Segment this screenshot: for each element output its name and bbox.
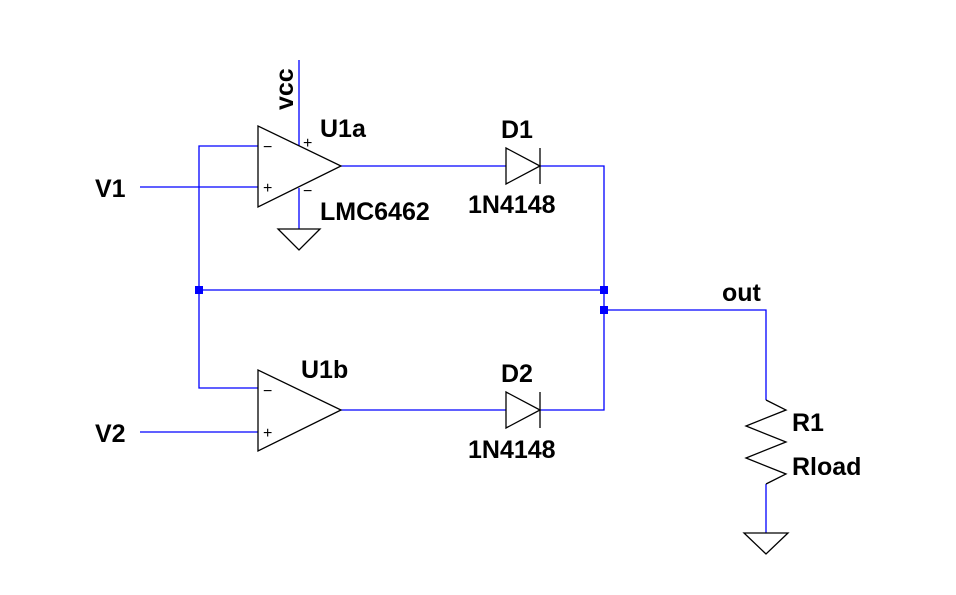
u1a-minus-pin: − bbox=[263, 139, 272, 156]
diode-d2: D2 1N4148 bbox=[468, 360, 556, 464]
d2-part: 1N4148 bbox=[468, 436, 556, 464]
opamp-u1b-body bbox=[257, 368, 343, 453]
net-label-v1: V1 bbox=[95, 175, 126, 203]
d1-ref: D1 bbox=[501, 116, 533, 144]
diode-d1: D1 1N4148 bbox=[468, 116, 556, 219]
u1a-vplus-pin: + bbox=[303, 135, 312, 152]
opamp-u1a-body bbox=[257, 124, 343, 209]
vcc-label: vcc bbox=[271, 68, 299, 110]
u1a-part: LMC6462 bbox=[320, 198, 430, 226]
wire-out bbox=[604, 309, 767, 400]
u1b-plus-pin: + bbox=[263, 425, 272, 442]
diode-d1-icon bbox=[505, 146, 542, 186]
d1-part: 1N4148 bbox=[468, 191, 556, 219]
ground-r1-icon bbox=[742, 532, 790, 555]
opamp-u1b: − + U1b bbox=[257, 356, 348, 453]
d2-ref: D2 bbox=[501, 360, 533, 388]
u1b-minus-pin: − bbox=[263, 383, 272, 400]
diode-d2-icon bbox=[505, 390, 542, 430]
junction-bus-right bbox=[600, 286, 608, 294]
u1a-plus-pin: + bbox=[263, 180, 272, 197]
u1a-vminus-pin: − bbox=[303, 183, 312, 200]
opamp-u1a: − + + − U1a LMC6462 bbox=[257, 115, 430, 226]
resistor-r1-icon bbox=[744, 399, 788, 485]
r1-value: Rload bbox=[792, 453, 861, 481]
junction-out bbox=[600, 306, 608, 314]
r1-ref: R1 bbox=[792, 409, 824, 437]
u1a-ref: U1a bbox=[320, 115, 367, 143]
wire-u1a-feedback bbox=[198, 145, 258, 389]
wires bbox=[140, 60, 767, 533]
net-label-out: out bbox=[722, 279, 762, 307]
resistor-r1: R1 Rload bbox=[744, 399, 861, 485]
net-label-v2: V2 bbox=[95, 420, 126, 448]
u1b-ref: U1b bbox=[301, 356, 348, 384]
ground-u1a-icon bbox=[276, 228, 322, 251]
junction-feedback bbox=[195, 286, 203, 294]
